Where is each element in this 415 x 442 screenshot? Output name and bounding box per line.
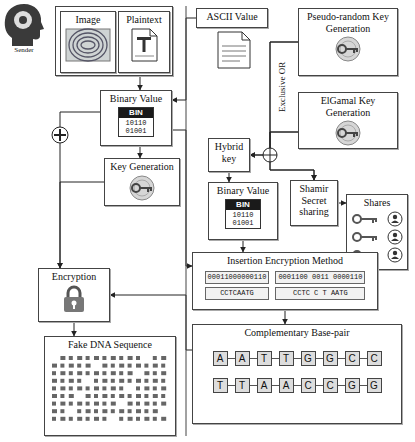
nucleotide-base: C — [345, 351, 360, 366]
key-box: Pseudo-random Key Generation — [298, 8, 398, 76]
nucleotide-base: T — [213, 378, 228, 393]
key-icon — [122, 175, 162, 201]
doc-icon — [129, 28, 159, 62]
divider-line — [186, 6, 187, 436]
nucleotide-base: T — [235, 378, 250, 393]
encryption-box: Encryption — [38, 268, 110, 322]
ascii-document-icon — [218, 32, 250, 68]
binary-box: Binary ValueBIN10110 01001 — [100, 90, 172, 146]
nucleotide-base: C — [367, 351, 382, 366]
node-label: Pseudo-random Key Generation — [302, 11, 394, 34]
node-label: Shamir Secret sharing — [294, 183, 334, 218]
dna-icon — [50, 353, 170, 425]
flow-arrow — [172, 18, 196, 100]
process-box: Hybrid key — [208, 138, 250, 172]
node-label: Encryption — [52, 271, 96, 283]
plaintext-box: Plaintext — [118, 11, 170, 73]
flow-arrow — [229, 172, 230, 182]
node-label: Plaintext — [126, 14, 162, 26]
process-box: Shamir Secret sharing — [290, 180, 338, 226]
nucleotide-base: G — [301, 351, 316, 366]
flow-arrow — [140, 76, 141, 90]
sequence-cell: 0001100 0011 0000110 — [275, 271, 365, 284]
binary-box: Binary ValueBIN10110 01001 — [208, 182, 278, 240]
bin-file-icon: BIN10110 01001 — [225, 199, 261, 229]
node-label: Insertion Encryption Method — [227, 255, 343, 267]
operation-label: Exclusive OR — [278, 52, 288, 122]
nucleotide-base: A — [279, 378, 294, 393]
process-box: ASCII Value — [196, 8, 268, 28]
binary-digits: 10110 01001 — [226, 210, 260, 228]
nucleotide-base: G — [323, 351, 338, 366]
plus-symbol — [52, 127, 68, 143]
sequence-cell: CCTCAATG — [205, 287, 270, 300]
node-label: Binary Value — [110, 93, 162, 105]
sequence-cell: CCTC C T AATG — [275, 287, 365, 300]
flow-arrow — [60, 182, 104, 268]
flow-arrow — [250, 42, 298, 155]
base-pair-box: Complementary Base-pairAATTGGCCTTAACCGG — [192, 324, 402, 424]
output-box: Fake DNA Sequence — [44, 336, 176, 436]
flow-arrow — [140, 146, 141, 158]
file-type-label: BIN — [119, 108, 153, 118]
flow-arrow — [338, 203, 346, 204]
node-label: ASCII Value — [206, 11, 257, 23]
input-group-box: Image Plaintext — [55, 6, 173, 76]
xor-symbol — [263, 148, 277, 162]
file-type-label: BIN — [226, 200, 260, 210]
image-icon — [65, 28, 111, 62]
nucleotide-base: A — [213, 351, 228, 366]
node-label: Image — [76, 14, 101, 26]
bin-file-icon: BIN10110 01001 — [118, 107, 154, 137]
key-box: ElGamal Key Generation — [298, 92, 398, 149]
node-label: ElGamal Key Generation — [302, 95, 394, 118]
nucleotide-base: G — [367, 378, 382, 393]
flow-arrow — [74, 322, 75, 336]
nucleotide-base: A — [257, 378, 272, 393]
dna-strand: TTAACCGG — [213, 378, 382, 393]
nucleotide-base: T — [279, 351, 294, 366]
nucleotide-base: A — [235, 351, 250, 366]
lock-icon — [59, 285, 89, 313]
nucleotide-base: C — [301, 378, 316, 393]
node-label: Binary Value — [217, 185, 269, 197]
flow-arrow — [243, 240, 244, 252]
sequence-cell: 00011000000110 — [205, 271, 270, 284]
nucleotide-base: C — [323, 378, 338, 393]
nucleotide-base: T — [257, 351, 272, 366]
binary-digits: 10110 01001 — [119, 118, 153, 136]
dna-strand: AATTGGCC — [213, 351, 382, 366]
node-label: Fake DNA Sequence — [68, 339, 152, 351]
node-label: Complementary Base-pair — [244, 327, 349, 339]
sequence-grid: 00011000000110 0001100 0011 0000110CCTCAA… — [205, 271, 366, 300]
flow-arrow — [285, 310, 286, 324]
method-box: Insertion Encryption Method 0001100000011… — [192, 252, 378, 310]
key-icon — [328, 120, 368, 146]
node-label: Shares — [364, 197, 391, 209]
node-label: Hybrid key — [212, 141, 246, 164]
key-box: Key Generation — [104, 158, 180, 206]
image-box: Image — [60, 11, 116, 73]
sender-label: Sender — [2, 47, 46, 55]
sender-head-icon — [5, 4, 44, 46]
key-icon — [328, 36, 368, 62]
nucleotide-base: G — [345, 378, 360, 393]
node-label: Key Generation — [110, 161, 174, 173]
